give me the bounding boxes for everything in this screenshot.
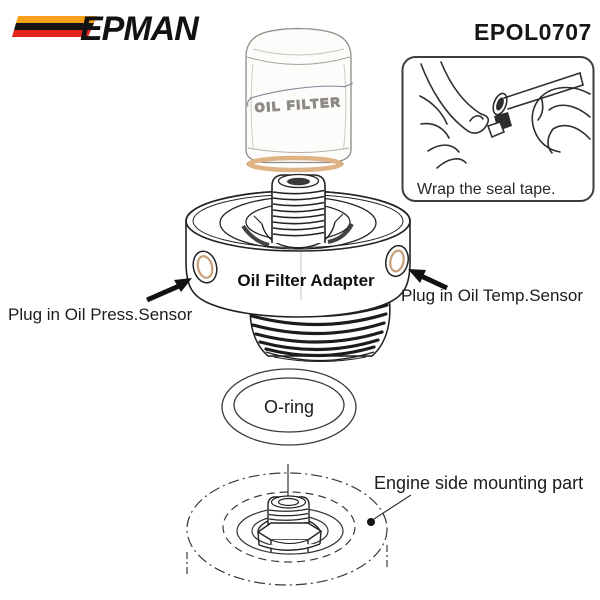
left-sensor-callout: Plug in Oil Press.Sensor: [8, 278, 193, 324]
right-sensor-label: Plug in Oil Temp.Sensor: [401, 286, 583, 305]
adapter-stud: [271, 173, 326, 243]
engine-label: Engine side mounting part: [374, 473, 583, 493]
seal-tape-inset: Wrap the seal tape.: [401, 56, 595, 202]
filter-banner: OIL FILTER: [246, 82, 354, 116]
oil-filter-illustration: OIL FILTER: [245, 27, 354, 173]
brand-logo: EPMAN: [12, 10, 201, 48]
engine-stud: [257, 495, 321, 533]
hands-wrapping-tape-illustration: [419, 61, 591, 169]
o-ring-illustration: O-ring: [221, 368, 357, 446]
right-arrow-icon: [408, 269, 449, 291]
left-arrow-icon: [145, 278, 192, 303]
product-code: EPOL0707: [474, 19, 592, 45]
engine-mount-illustration: Engine side mounting part: [186, 464, 583, 586]
left-sensor-label: Plug in Oil Press.Sensor: [8, 305, 193, 324]
leader-dot-icon: [367, 518, 375, 526]
brand-stripes-icon: [12, 16, 97, 37]
engine-callout: Engine side mounting part: [367, 473, 583, 526]
filter-gasket: [246, 155, 344, 173]
o-ring-label: O-ring: [264, 397, 314, 417]
brand-name: EPMAN: [80, 10, 200, 48]
inset-caption: Wrap the seal tape.: [417, 181, 555, 198]
adapter-illustration: Oil Filter Adapter: [185, 173, 411, 363]
engine-hex-nut: [256, 522, 323, 553]
left-sensor-port: [192, 250, 218, 284]
right-sensor-port: [385, 244, 409, 278]
filter-label: OIL FILTER: [254, 95, 342, 115]
right-sensor-callout: Plug in Oil Temp.Sensor: [401, 269, 583, 305]
adapter-label: Oil Filter Adapter: [237, 271, 375, 290]
